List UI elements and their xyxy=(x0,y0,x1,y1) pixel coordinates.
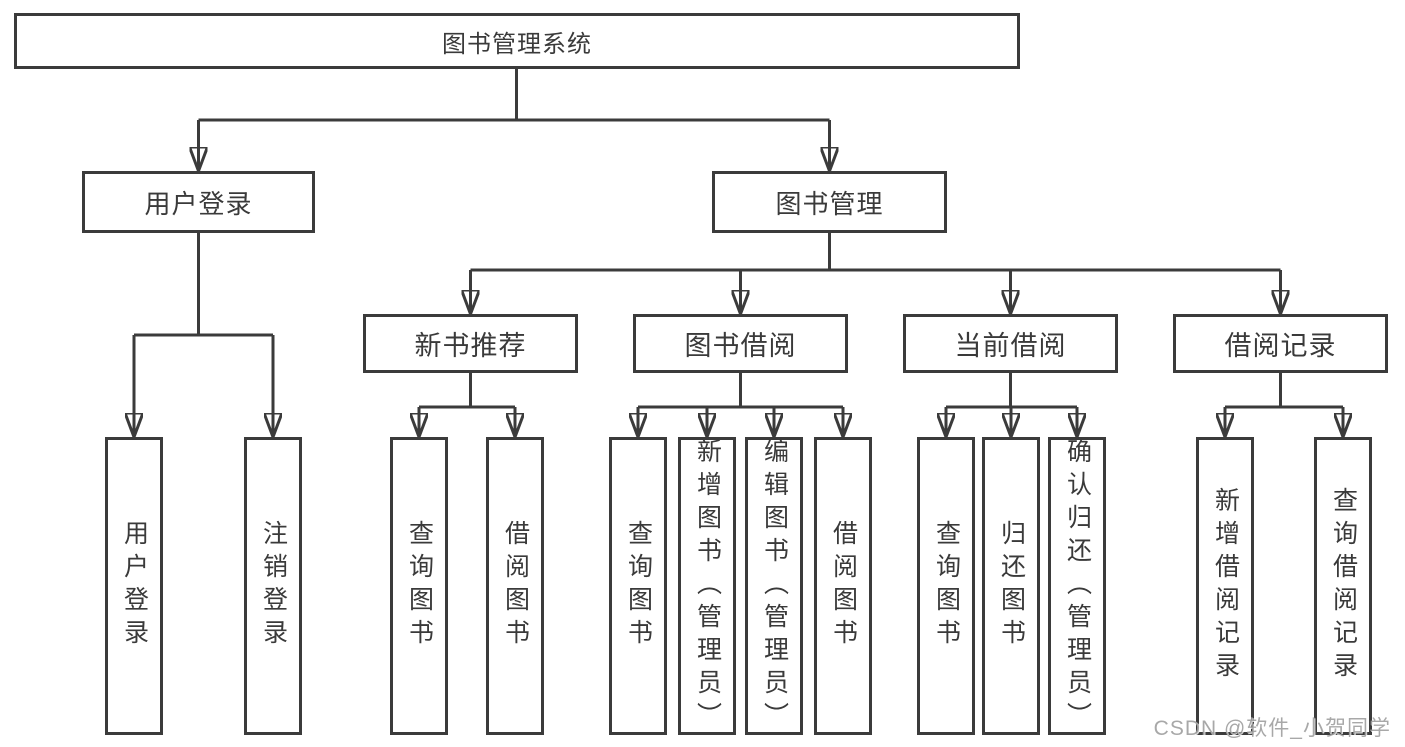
leaf-add-borrow-record: 新增借阅记录 xyxy=(1196,437,1254,735)
csdn-watermark: CSDN @软件_小贺同学 xyxy=(1153,717,1391,740)
node-library-system-label: 图书管理系统 xyxy=(442,30,592,58)
leaf-query-borrow-record-label: 查询借阅记录 xyxy=(1329,487,1358,685)
leaf-query-books-current: 查询图书 xyxy=(917,437,975,735)
leaf-confirm-return-admin: 确认归还（管理员） xyxy=(1048,437,1106,735)
node-current-borrow: 当前借阅 xyxy=(903,314,1118,373)
leaf-confirm-return-admin-label: 确认归还（管理员） xyxy=(1063,437,1092,735)
leaf-borrow-books-recommend-label: 借阅图书 xyxy=(501,520,530,652)
leaf-edit-book-admin-label: 编辑图书（管理员） xyxy=(760,437,789,735)
leaf-user-login: 用户登录 xyxy=(105,437,163,735)
leaf-query-books-current-label: 查询图书 xyxy=(932,520,961,652)
leaf-add-book-admin-label: 新增图书（管理员） xyxy=(693,437,722,735)
connector-root-stem xyxy=(198,69,830,122)
leaf-borrow-books-label: 借阅图书 xyxy=(829,520,858,652)
node-borrow-records: 借阅记录 xyxy=(1173,314,1388,373)
leaf-logout: 注销登录 xyxy=(244,437,302,735)
leaf-return-books: 归还图书 xyxy=(982,437,1040,735)
node-library-system: 图书管理系统 xyxy=(14,13,1020,69)
node-user-login: 用户登录 xyxy=(82,171,315,233)
leaf-query-books-recommend-label: 查询图书 xyxy=(405,520,434,652)
node-borrow-records-label: 借阅记录 xyxy=(1224,331,1337,361)
leaf-return-books-label: 归还图书 xyxy=(997,520,1026,652)
leaf-user-login-label: 用户登录 xyxy=(120,520,149,652)
connector-current-borrow-branch xyxy=(946,373,1077,409)
leaf-query-borrow-record: 查询借阅记录 xyxy=(1314,437,1372,735)
connector-user-login-branch xyxy=(134,233,273,337)
node-new-book-recommend-label: 新书推荐 xyxy=(414,331,527,361)
leaf-query-books-borrow-label: 查询图书 xyxy=(624,520,653,652)
node-book-borrow: 图书借阅 xyxy=(633,314,848,373)
leaf-edit-book-admin: 编辑图书（管理员） xyxy=(745,437,803,735)
leaf-logout-label: 注销登录 xyxy=(259,520,288,652)
leaf-query-books-recommend: 查询图书 xyxy=(390,437,448,735)
connector-borrow-records-branch xyxy=(1225,373,1343,409)
leaf-query-books-borrow: 查询图书 xyxy=(609,437,667,735)
leaf-add-book-admin: 新增图书（管理员） xyxy=(678,437,736,735)
node-book-management: 图书管理 xyxy=(712,171,947,233)
connector-new-book-branch xyxy=(419,373,515,409)
node-new-book-recommend: 新书推荐 xyxy=(363,314,578,373)
node-user-login-label: 用户登录 xyxy=(144,188,253,219)
leaf-borrow-books: 借阅图书 xyxy=(814,437,872,735)
connector-book-mgmt-branch xyxy=(470,233,1281,272)
node-book-borrow-label: 图书借阅 xyxy=(684,331,797,361)
node-book-management-label: 图书管理 xyxy=(775,188,884,219)
node-current-borrow-label: 当前借阅 xyxy=(954,331,1067,361)
leaf-add-borrow-record-label: 新增借阅记录 xyxy=(1211,487,1240,685)
connector-book-borrow-branch xyxy=(638,373,843,409)
leaf-borrow-books-recommend: 借阅图书 xyxy=(486,437,544,735)
